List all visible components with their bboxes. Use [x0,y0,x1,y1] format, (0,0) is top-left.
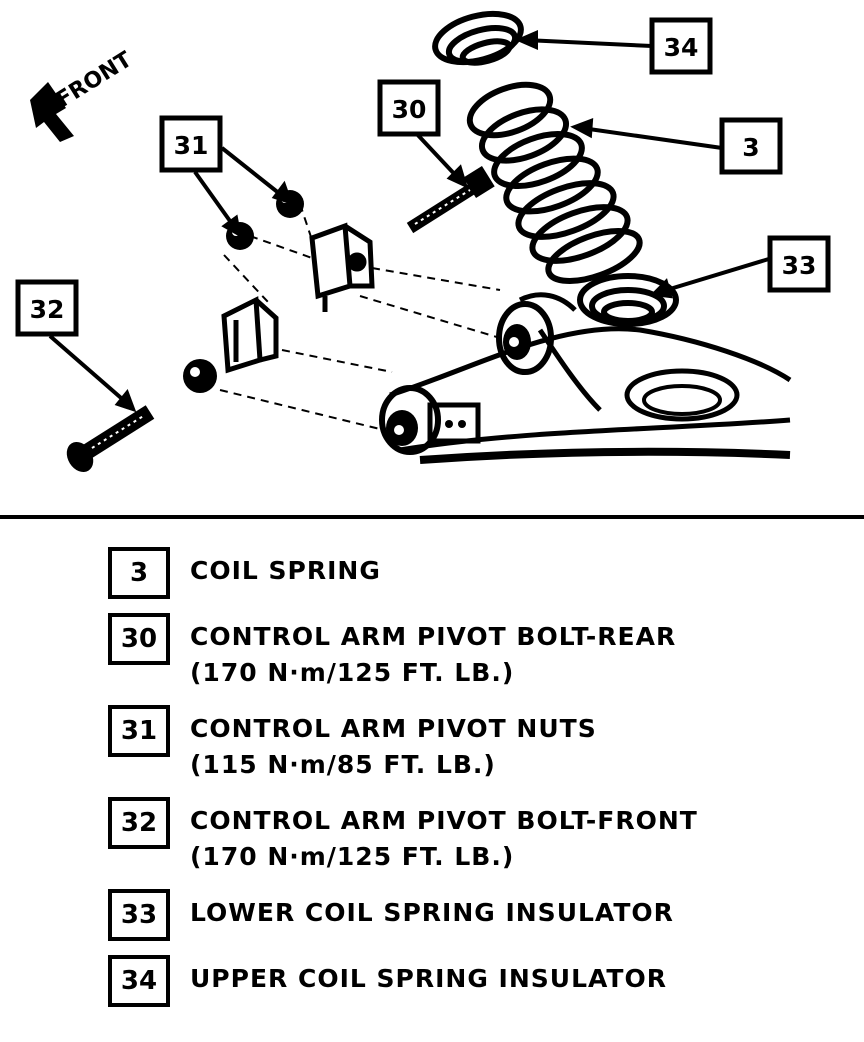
legend-description: CONTROL ARM PIVOT NUTS (115 N·m/85 FT. L… [190,705,597,783]
front-bushing [379,385,481,455]
legend-number: 31 [108,705,170,757]
svg-text:32: 32 [30,295,65,324]
upper-insulator [432,10,524,66]
front-pivot-bolt [66,405,155,472]
leader-lines [48,29,773,413]
parts-legend: 3 COIL SPRING 30 CONTROL ARM PIVOT BOLT-… [108,547,828,1021]
torque-spec: (170 N·m/125 FT. LB.) [190,842,515,871]
lower-control-arm [389,292,792,464]
legend-item-31: 31 CONTROL ARM PIVOT NUTS (115 N·m/85 FT… [108,705,828,783]
legend-item-32: 32 CONTROL ARM PIVOT BOLT-FRONT (170 N·m… [108,797,828,875]
front-label: FRONT [52,47,137,113]
callout-32: 32 [15,279,79,337]
callout-30: 30 [377,79,441,137]
callout-34: 34 [649,17,713,75]
front-frame-bracket [221,296,279,374]
legend-description: CONTROL ARM PIVOT BOLT-REAR (170 N·m/125… [190,613,676,691]
callout-33: 33 [767,235,831,293]
coil-spring [466,81,643,284]
legend-description: LOWER COIL SPRING INSULATOR [190,898,674,927]
legend-number: 3 [108,547,170,599]
rear-pivot-bolt [406,165,495,234]
section-divider [0,515,864,519]
callout-3: 3 [719,117,783,175]
torque-spec: (170 N·m/125 FT. LB.) [190,658,515,687]
legend-number: 32 [108,797,170,849]
svg-text:30: 30 [392,95,427,124]
lower-insulator [577,273,679,327]
svg-text:33: 33 [782,251,817,280]
svg-text:34: 34 [664,33,699,62]
legend-item-3: 3 COIL SPRING [108,547,828,599]
legend-description: UPPER COIL SPRING INSULATOR [190,964,667,993]
svg-text:31: 31 [174,131,209,160]
torque-spec: (115 N·m/85 FT. LB.) [190,750,496,779]
front-arrow-icon [30,82,74,142]
suspension-exploded-diagram: FRONT [15,10,831,472]
legend-description: COIL SPRING [190,556,381,585]
legend-number: 30 [108,613,170,665]
legend-number: 34 [108,955,170,1007]
assembly-lines [219,203,501,431]
callout-31: 31 [159,115,223,173]
legend-item-33: 33 LOWER COIL SPRING INSULATOR [108,889,828,941]
legend-description: CONTROL ARM PIVOT BOLT-FRONT (170 N·m/12… [190,797,698,875]
legend-number: 33 [108,889,170,941]
rear-frame-bracket [309,222,375,312]
legend-item-34: 34 UPPER COIL SPRING INSULATOR [108,955,828,1007]
pivot-nut-front [183,359,217,393]
legend-item-30: 30 CONTROL ARM PIVOT BOLT-REAR (170 N·m/… [108,613,828,691]
svg-text:3: 3 [742,133,759,162]
